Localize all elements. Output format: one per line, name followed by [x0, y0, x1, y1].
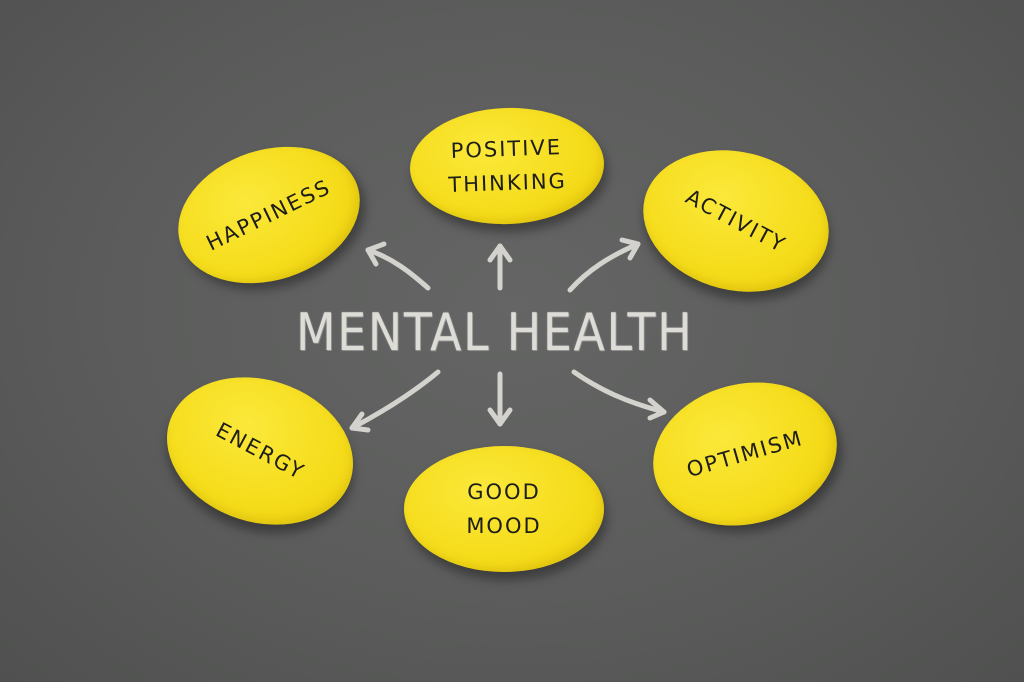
arrow-to-happiness — [365, 247, 431, 291]
note-energy-label: ENERGY — [211, 417, 309, 485]
arrow-to-energy — [349, 369, 441, 431]
arrow-to-optimism — [571, 369, 667, 415]
arrow-to-activity — [567, 241, 641, 293]
note-happiness-label: HAPPINESS — [202, 174, 336, 256]
note-good-mood: GOOD MOOD — [404, 446, 604, 572]
note-good-mood-label: GOOD MOOD — [466, 480, 542, 538]
note-activity-label: ACTIVITY — [681, 184, 791, 258]
note-positive-thinking-label: POSITIVE THINKING — [447, 135, 568, 198]
center-title: MENTAL HEALTH — [296, 303, 694, 363]
note-optimism-label: OPTIMISM — [684, 425, 806, 483]
